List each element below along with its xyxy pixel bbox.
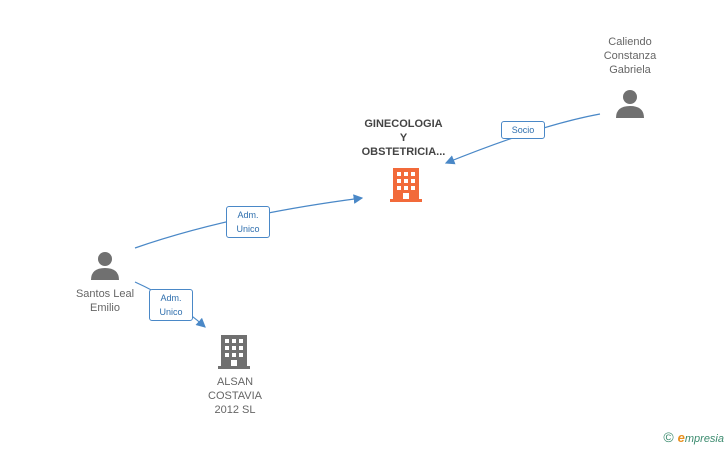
brand-logo: ©empresia: [663, 429, 724, 445]
brand-initial: e: [677, 430, 685, 445]
company-main-line-2: Y: [399, 132, 408, 144]
company-alsan-label[interactable]: ALSAN COSTAVIA 2012 SL: [190, 375, 280, 417]
building-icon[interactable]: [390, 168, 422, 202]
edge-label-socio[interactable]: Socio: [501, 121, 545, 139]
person-caliendo-line-1: Caliendo: [608, 36, 652, 48]
person-icon[interactable]: [90, 250, 120, 280]
company-main-line-3: OBSTETRICIA...: [361, 146, 446, 158]
edge-label-socio-text: Socio: [511, 125, 535, 135]
person-caliendo-label[interactable]: Caliendo Constanza Gabriela: [585, 35, 675, 77]
person-icon[interactable]: [615, 88, 645, 118]
company-alsan-line-3: 2012 SL: [214, 404, 256, 416]
person-caliendo-line-3: Gabriela: [609, 64, 651, 76]
edge-label-adm-main-line-1: Adm.: [237, 210, 259, 220]
brand-name: mpresia: [684, 433, 724, 445]
copyright-symbol: ©: [663, 429, 674, 445]
company-main-line-1: GINECOLOGIA: [364, 118, 443, 130]
company-main-label[interactable]: GINECOLOGIA Y OBSTETRICIA...: [345, 117, 462, 159]
building-icon[interactable]: [218, 335, 250, 369]
edge-label-adm-alsan-line-2: Unico: [159, 307, 183, 317]
person-caliendo-line-2: Constanza: [603, 50, 657, 62]
edge-label-adm-main-line-2: Unico: [236, 224, 260, 234]
edge-label-adm-main[interactable]: Adm. Unico: [226, 206, 270, 238]
edge-label-adm-alsan[interactable]: Adm. Unico: [149, 289, 193, 321]
company-alsan-line-2: COSTAVIA: [208, 390, 262, 402]
person-santos-line-1: Santos Leal: [75, 288, 135, 300]
company-alsan-line-1: ALSAN: [216, 376, 254, 388]
edge-label-adm-alsan-line-1: Adm.: [160, 293, 182, 303]
person-santos-label[interactable]: Santos Leal Emilio: [60, 287, 150, 315]
person-santos-line-2: Emilio: [90, 302, 120, 314]
